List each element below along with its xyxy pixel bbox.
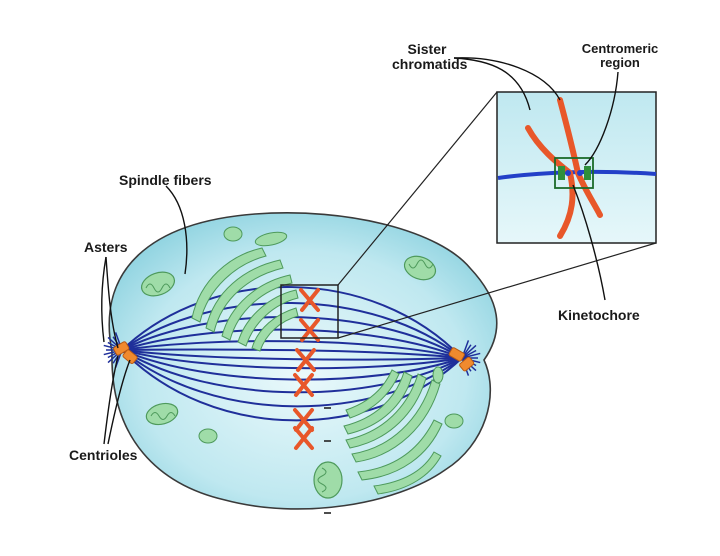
chromosome bbox=[299, 288, 320, 312]
vesicles bbox=[198, 366, 464, 444]
mitochondrion-lower-left bbox=[145, 402, 179, 426]
spindle-fiber bbox=[121, 349, 463, 370]
mitochondrion-left bbox=[140, 271, 176, 297]
endoplasmic-reticulum-upper bbox=[191, 226, 299, 352]
mitochondrion-upper-right bbox=[403, 255, 437, 281]
label-asters: Asters bbox=[84, 239, 128, 255]
chromosome bbox=[293, 426, 314, 450]
label-sister-chromatids-line1: Sister bbox=[407, 41, 447, 57]
inset-panel bbox=[496, 91, 657, 244]
label-sister-chromatids-line2: chromatids bbox=[392, 56, 468, 72]
metaphase-chromosomes bbox=[293, 288, 320, 450]
label-sister-chromatids: Sister chromatids bbox=[392, 41, 468, 72]
label-centromeric-region-line2: region bbox=[600, 55, 640, 70]
label-spindle-fibers: Spindle fibers bbox=[119, 172, 212, 188]
centriole-left bbox=[113, 341, 138, 365]
zoom-connector-top bbox=[337, 91, 498, 286]
spindle-fiber bbox=[121, 348, 463, 359]
mitochondrion-bottom bbox=[313, 461, 343, 499]
label-kinetochore: Kinetochore bbox=[558, 307, 640, 323]
chromosome bbox=[293, 408, 314, 432]
chromosome bbox=[293, 373, 314, 397]
spindle-fiber bbox=[121, 328, 463, 359]
label-centromeric-region: Centromeric region bbox=[574, 42, 666, 70]
spindle-fiber bbox=[121, 349, 463, 361]
aster-ray bbox=[461, 352, 481, 359]
spindle-fiber bbox=[121, 302, 463, 359]
label-centromeric-region-line1: Centromeric bbox=[581, 41, 659, 56]
label-centrioles: Centrioles bbox=[69, 447, 138, 463]
chromosome bbox=[299, 318, 320, 342]
zoom-box-small bbox=[280, 284, 339, 339]
endoplasmic-reticulum-lower bbox=[343, 369, 443, 495]
spindle-fiber bbox=[121, 349, 463, 381]
spindle-fiber bbox=[121, 340, 463, 359]
centriole-right bbox=[448, 347, 475, 372]
chromosome bbox=[295, 348, 316, 372]
small-marks bbox=[324, 407, 331, 514]
spindle-fiber bbox=[121, 349, 463, 394]
leader-lines bbox=[101, 57, 619, 445]
zoom-connector-bottom bbox=[337, 242, 657, 339]
spindle-fiber bbox=[121, 286, 463, 359]
